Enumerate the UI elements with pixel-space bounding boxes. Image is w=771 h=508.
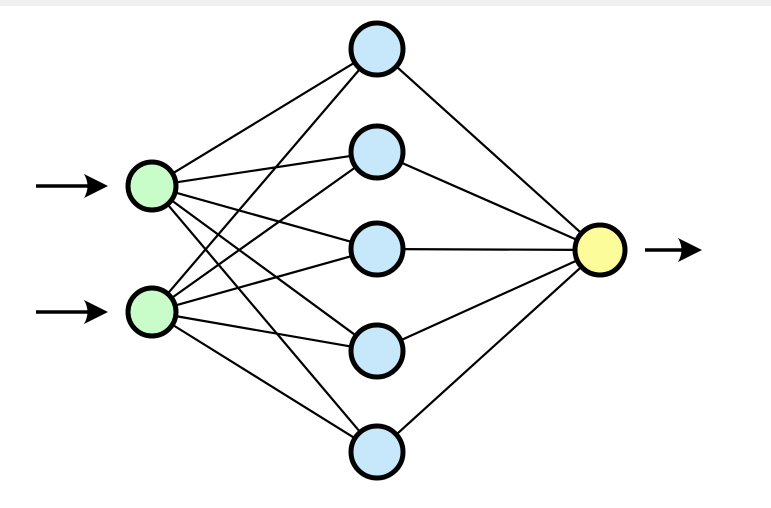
node-in-1[interactable] [125,159,179,213]
node-h-3[interactable] [348,220,406,278]
connection-edge [172,190,355,244]
connection-edges-group [165,60,585,441]
connection-edge [399,248,579,251]
node-h-4[interactable] [348,322,406,380]
connection-edge [172,314,355,349]
input-arrow-2-icon [36,300,108,324]
connection-edge [168,197,359,338]
nodes-group [125,20,628,481]
connection-edge [165,201,363,435]
connection-edge [172,254,355,308]
connection-edge [397,258,581,343]
connection-edge [168,164,359,301]
io-arrows-group [36,174,702,324]
node-out-1[interactable] [572,222,628,278]
node-h-2[interactable] [348,123,406,181]
node-h-1[interactable] [348,20,406,78]
input-arrow-2-head [84,300,108,324]
connection-edge [393,264,585,437]
node-in-2[interactable] [125,285,179,339]
connection-edge [172,154,355,184]
output-arrow-1-icon [645,238,702,262]
top-border-band [0,0,771,6]
connection-edge [393,63,585,236]
input-arrow-1-head [84,174,108,198]
connection-edge [165,66,363,297]
output-arrow-1-head [678,238,702,262]
connection-edge [397,160,581,242]
node-h-5[interactable] [348,423,406,481]
connection-edge [169,60,358,176]
connection-edge [169,322,358,441]
input-arrow-1-icon [36,174,108,198]
